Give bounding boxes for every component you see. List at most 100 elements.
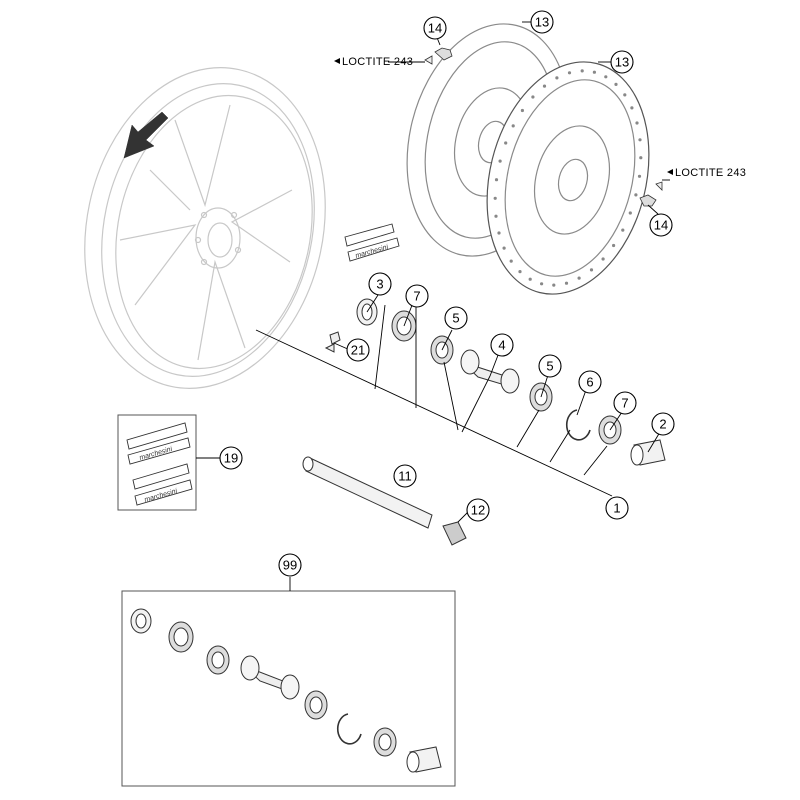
disc-hole	[498, 159, 502, 163]
callout-circle	[490, 333, 514, 357]
disc-hole	[542, 84, 547, 88]
callout-label: 2	[659, 417, 666, 432]
disc-hole	[589, 268, 594, 272]
callout-circle	[219, 446, 243, 470]
callout-c1: 1	[605, 496, 629, 520]
callout-label: 6	[586, 375, 593, 390]
wheel-decal: marchesini	[344, 223, 400, 262]
callout-label: 7	[621, 396, 628, 411]
callout-circle	[444, 306, 468, 330]
callout-label: 14	[428, 21, 442, 36]
disc-hole	[555, 76, 559, 80]
disc-hole	[502, 246, 506, 250]
disc-hole	[518, 270, 522, 274]
callout-circle	[651, 412, 675, 436]
disc-hole	[494, 178, 499, 182]
callout-circle	[423, 16, 447, 40]
disc-hole	[638, 138, 642, 142]
callout-circle	[538, 354, 562, 378]
disc-bolt-right	[639, 181, 663, 207]
callout-circle	[346, 338, 370, 362]
callout-c13a: 13	[530, 10, 554, 34]
disc-hole	[494, 214, 498, 218]
disc-hole	[531, 95, 535, 99]
disc-hole	[637, 174, 642, 178]
callout-c7a: 7	[405, 284, 429, 308]
disc-hole	[540, 282, 544, 286]
disc-hole	[552, 283, 556, 287]
loctite-note-top: LOCTITE 243	[334, 56, 413, 68]
disc-bolt-top	[424, 47, 453, 65]
callout-c99: 99	[278, 553, 302, 577]
loctite-note-right: LOCTITE 243	[667, 167, 746, 179]
loctite-note-top-text: LOCTITE 243	[342, 56, 413, 68]
callout-circle	[530, 10, 554, 34]
disc-hole	[567, 71, 572, 75]
callout-c5a: 5	[444, 306, 468, 330]
callout-c3: 3	[368, 272, 392, 296]
callout-label: 12	[471, 503, 485, 518]
callout-circle	[393, 464, 417, 488]
callout-c21: 21	[346, 338, 370, 362]
callout-c4: 4	[490, 333, 514, 357]
callout-label: 14	[654, 218, 668, 233]
leader-lines	[196, 21, 670, 591]
disc-hole	[580, 69, 584, 73]
callout-c11: 11	[393, 464, 417, 488]
callout-label: 11	[398, 469, 412, 484]
callout-label: 1	[613, 501, 620, 516]
disc-hole	[601, 257, 605, 261]
callout-circle	[649, 213, 673, 237]
rotation-arrow-icon	[123, 111, 169, 159]
disc-hole	[493, 196, 497, 200]
disc-hole	[630, 106, 634, 110]
callout-label: 19	[224, 451, 238, 466]
disc-hole	[612, 243, 616, 248]
callout-circle	[610, 50, 634, 74]
wheel-rim	[84, 67, 326, 389]
disc-hole	[511, 124, 515, 128]
disc-hole	[621, 228, 625, 232]
callout-circle	[578, 370, 602, 394]
axle-parts	[302, 298, 666, 546]
callout-circle	[368, 272, 392, 296]
disc-hole	[628, 211, 632, 215]
disc-hole	[520, 108, 525, 113]
callout-c14b: 14	[649, 213, 673, 237]
disc-hole	[504, 141, 508, 145]
disc-hole	[623, 93, 627, 97]
callout-c19: 19	[219, 446, 243, 470]
disc-hole	[509, 259, 513, 263]
callout-label: 7	[413, 289, 420, 304]
callout-label: 99	[283, 558, 297, 573]
callout-circle	[405, 284, 429, 308]
disc-hole	[577, 276, 581, 280]
callout-label: 5	[546, 359, 553, 374]
callout-c7b: 7	[613, 391, 637, 415]
callout-label: 13	[615, 55, 629, 70]
disc-hole	[614, 82, 618, 86]
disc-hole	[635, 121, 639, 125]
disc-hole	[634, 193, 638, 197]
callout-label: 13	[535, 15, 549, 30]
disc-hole	[639, 156, 643, 160]
brake-disc-right	[486, 61, 650, 295]
callout-c13b: 13	[610, 50, 634, 74]
decal-kit-box: marchesini marchesini	[117, 414, 197, 511]
callout-circle	[613, 391, 637, 415]
bearing-kit-box	[121, 590, 456, 787]
callout-circle	[605, 496, 629, 520]
callout-label: 3	[376, 277, 383, 292]
callout-c2: 2	[651, 412, 675, 436]
callout-label: 5	[452, 311, 459, 326]
disc-hole	[604, 75, 608, 79]
callout-c12: 12	[466, 498, 490, 522]
callout-circle	[466, 498, 490, 522]
callout-c6: 6	[578, 370, 602, 394]
callout-label: 4	[498, 338, 505, 353]
disc-hole	[528, 277, 532, 281]
disc-hole	[497, 231, 501, 235]
disc-hole	[592, 70, 597, 74]
callout-label: 21	[351, 343, 365, 358]
